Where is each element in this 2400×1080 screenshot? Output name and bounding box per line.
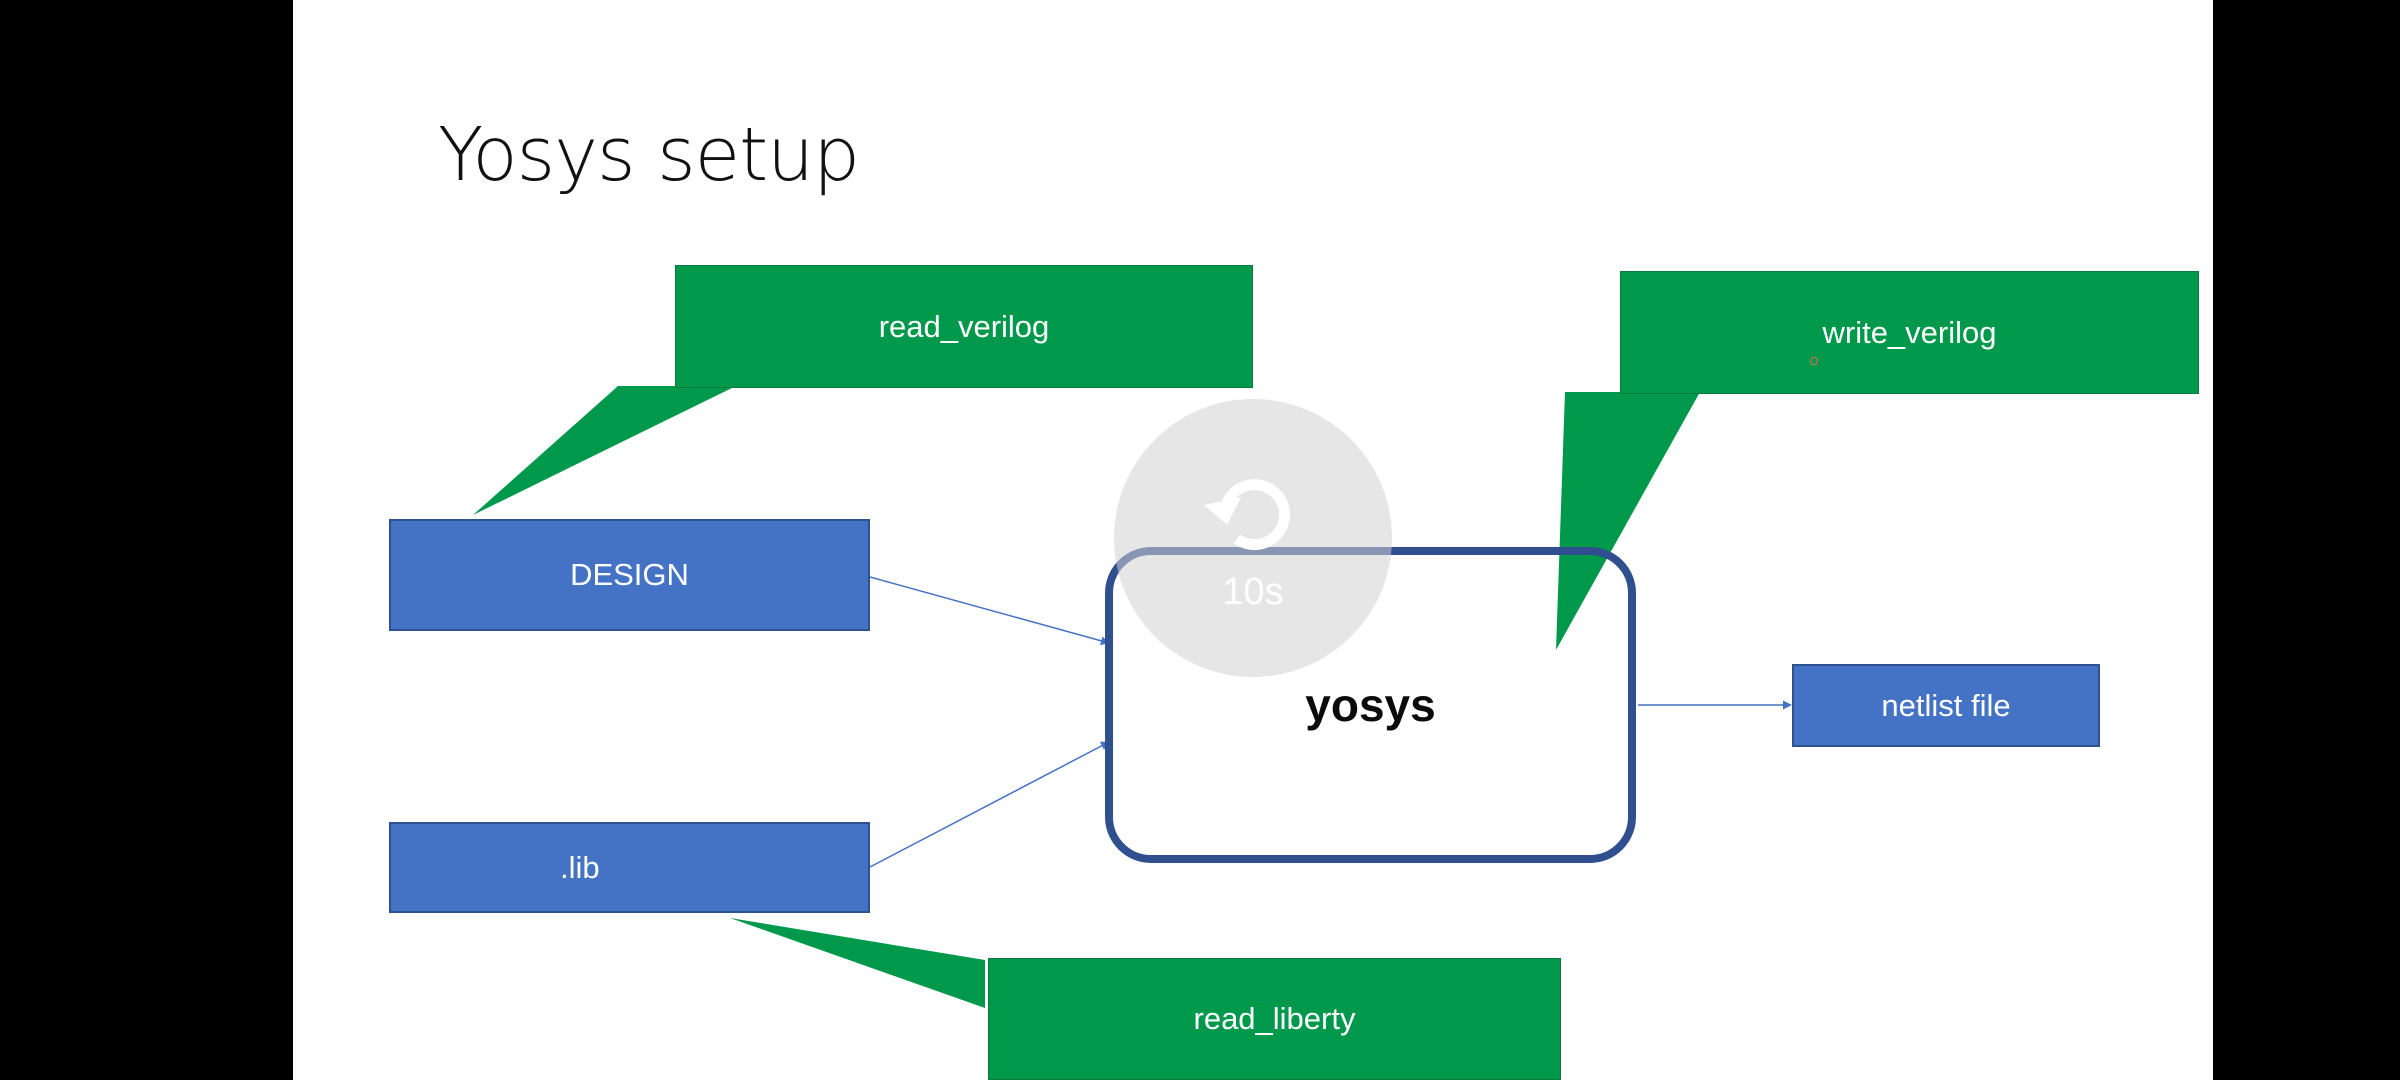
- write-verilog-label: write_verilog: [1822, 314, 1997, 350]
- lib-label: .lib: [560, 849, 600, 885]
- read-verilog-callout-pointer: [473, 386, 736, 515]
- replay-icon: [1203, 479, 1290, 551]
- design-to-yosys-arrow: [869, 576, 1110, 646]
- write-verilog-callout: write_verilog: [1620, 271, 2199, 394]
- replay-button[interactable]: 10s: [1114, 399, 1392, 677]
- presentation-slide: Yosys setup read_verilog write_verilog r…: [293, 0, 2213, 1080]
- read-verilog-callout: read_verilog: [675, 265, 1253, 388]
- read-verilog-label: read_verilog: [878, 308, 1050, 344]
- slide-title: Yosys setup: [438, 112, 860, 198]
- design-label: DESIGN: [570, 557, 689, 592]
- replay-seconds-label: 10s: [1222, 571, 1284, 613]
- netlist-file-label: netlist file: [1881, 687, 2011, 723]
- read-liberty-callout: read_liberty: [988, 958, 1561, 1080]
- read-liberty-label: read_liberty: [1193, 1001, 1356, 1036]
- lib-to-yosys-arrow: [869, 741, 1110, 868]
- netlist-file-block: netlist file: [1792, 664, 2100, 747]
- yosys-label: yosys: [1305, 679, 1436, 731]
- design-block: DESIGN: [389, 519, 870, 631]
- pointer-dot: [1810, 357, 1818, 365]
- lib-block: .lib: [389, 822, 870, 913]
- read-liberty-callout-pointer: [730, 918, 985, 1008]
